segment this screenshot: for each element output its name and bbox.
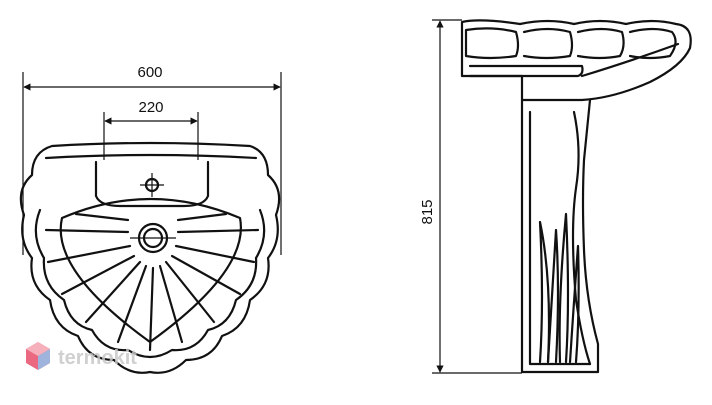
front-view: 600 220 xyxy=(19,64,282,374)
pedestal-front-curve xyxy=(571,110,592,366)
pedestal-leaves xyxy=(538,212,580,364)
hole-spacing-label: 220 xyxy=(138,99,163,116)
pedestal xyxy=(520,98,600,374)
side-basin-lip xyxy=(468,64,584,78)
basin-rim xyxy=(44,153,258,160)
side-view: 815 xyxy=(419,19,692,374)
hole-spacing-dimension: 220 xyxy=(103,99,199,160)
side-basin xyxy=(460,19,692,102)
watermark: termokit xyxy=(26,342,137,370)
side-basin-scallops xyxy=(464,27,677,60)
basin-outline xyxy=(19,141,281,374)
basin-bowl xyxy=(59,197,242,344)
watermark-text: termokit xyxy=(58,347,137,369)
height-label: 815 xyxy=(419,199,436,224)
pedestal-inner xyxy=(528,110,592,366)
faucet-deck xyxy=(94,160,210,208)
basin-fluting xyxy=(44,212,260,352)
side-basin-curve xyxy=(580,42,680,78)
width-label: 600 xyxy=(137,64,162,81)
basin-inner-scallop xyxy=(34,208,266,359)
height-dimension: 815 xyxy=(419,19,522,374)
